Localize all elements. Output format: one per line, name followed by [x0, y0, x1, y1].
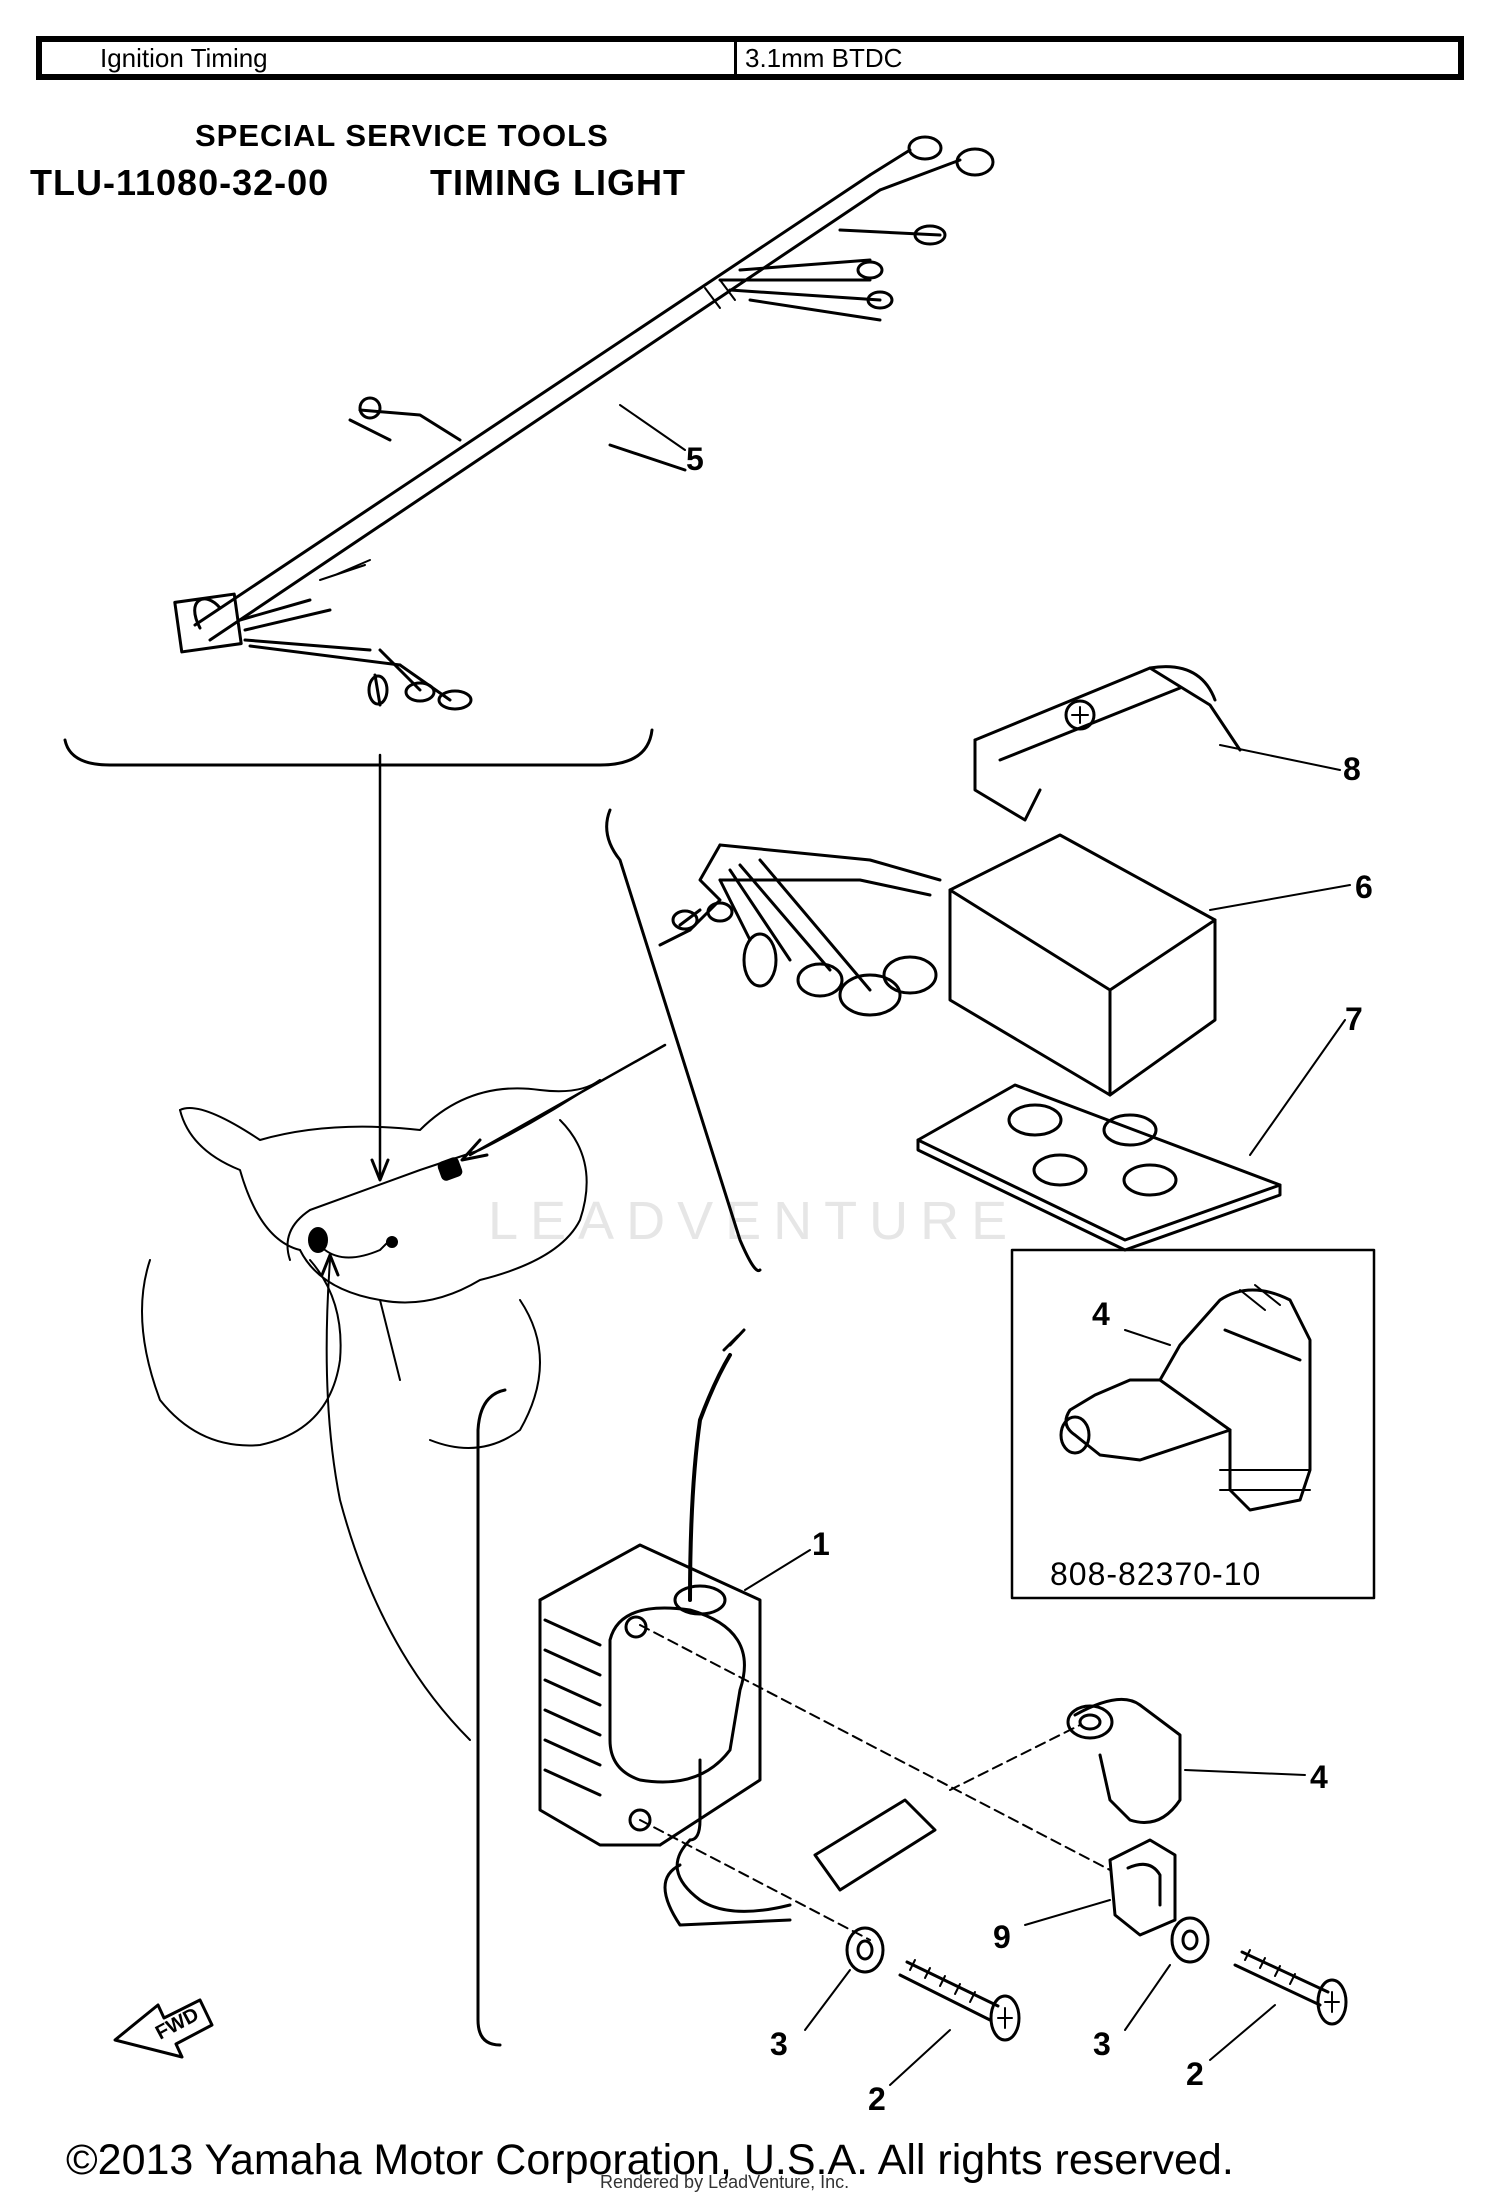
spark-plug-cap [1066, 1697, 1182, 1824]
tool-name: TIMING LIGHT [430, 162, 686, 203]
motorcycle-outline [141, 1079, 601, 1449]
washers [845, 1916, 1210, 1974]
callout-3-left: 3 [770, 2026, 788, 2062]
tool-number: TLU-11080-32-00 [30, 162, 330, 203]
callout-6: 6 [1355, 869, 1373, 905]
callout-2-right: 2 [1186, 2056, 1204, 2092]
cdi-mounting-bracket [973, 665, 1242, 822]
wire-harness [173, 135, 995, 711]
bolts [898, 1949, 1348, 2042]
special-service-tools-heading: SPECIAL SERVICE TOOLS [195, 118, 609, 153]
callout-8: 8 [1343, 751, 1361, 787]
rendered-by-credit: Rendered by LeadVenture, Inc. [600, 2172, 850, 2192]
callout-2-left: 2 [868, 2081, 886, 2117]
spec-value-cell: 3.1mm BTDC [745, 43, 903, 73]
spec-item-cell: Ignition Timing [42, 42, 737, 74]
cdi-group-bracket [605, 808, 762, 1273]
leader-lines [619, 404, 1351, 2086]
cdi-unit [658, 833, 1217, 1097]
plug-lead-sleeve [813, 1798, 937, 1892]
callout-5: 5 [686, 441, 704, 477]
cdi-base-plate [916, 1083, 1282, 1252]
watermark-text: LEADVENTURE [488, 1191, 1020, 1251]
coil-group-bracket [476, 1388, 507, 2047]
callout-4: 4 [1310, 1759, 1328, 1795]
callout-7: 7 [1345, 1001, 1363, 1037]
insulator [1108, 1838, 1177, 1937]
callout-9: 9 [993, 1919, 1011, 1955]
copyright-notice: ©2013 Yamaha Motor Corporation, U.S.A. A… [66, 2136, 1234, 2184]
harness-bracket [63, 728, 654, 767]
spec-table: Ignition Timing 3.1mm BTDC [36, 36, 1464, 80]
callout-3-right: 3 [1093, 2026, 1111, 2062]
ignition-coil [538, 1328, 792, 1927]
fwd-arrow-icon [113, 1998, 214, 2059]
inset-spark-plug-cap [1059, 1284, 1312, 1512]
inset-part-number: 808-82370-10 [1050, 1556, 1262, 1592]
callout-1: 1 [812, 1526, 830, 1562]
callout-4-inset: 4 [1092, 1296, 1110, 1332]
inset-box [1010, 1248, 1376, 1600]
